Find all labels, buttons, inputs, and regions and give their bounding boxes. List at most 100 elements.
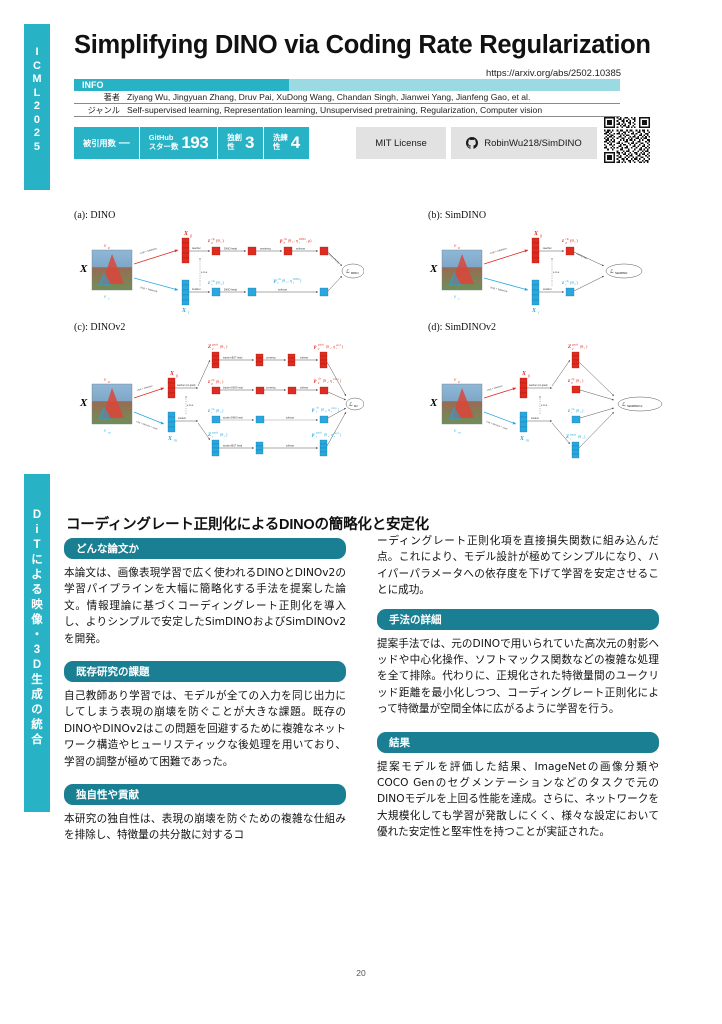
- svg-text:X: X: [169, 371, 175, 377]
- svg-text:X: X: [531, 308, 537, 314]
- svg-text:g: g: [458, 246, 460, 250]
- svg-text:teacher (no-grad): teacher (no-grad): [177, 384, 196, 387]
- svg-text:): ): [226, 432, 228, 437]
- svg-text:student DINO head: student DINO head: [223, 417, 243, 420]
- svg-text:): ): [340, 379, 342, 383]
- paragraph-originality-continued: ーディングレート正則化項を直接損失関数に組み込んだ点。これにより、モデル設計が極…: [377, 535, 659, 597]
- svg-text:g: g: [458, 380, 460, 384]
- repo-badge[interactable]: RobinWu218/SimDINO: [451, 127, 597, 159]
- svg-text:patch: patch: [212, 432, 219, 435]
- svg-text:p: p: [311, 408, 315, 413]
- paragraph-originality: 本研究の独自性は、表現の崩壊を防ぐための複雑な仕組みを排除し、特徴量の共分散に対…: [64, 813, 346, 842]
- svg-text:g: g: [108, 246, 110, 250]
- svg-text:p: p: [311, 433, 315, 438]
- svg-text:iBOT: iBOT: [334, 432, 340, 435]
- svg-text:g: g: [318, 381, 320, 384]
- svg-text:z: z: [207, 380, 210, 385]
- figure-panel-d-label: (d): SimDINOv2: [428, 322, 497, 333]
- svg-text:): ): [582, 378, 584, 383]
- page-number: 20: [356, 968, 366, 978]
- svg-text:cls: cls: [318, 378, 321, 381]
- metric-originality: 独創 性 3: [218, 127, 264, 159]
- figure-panel-d-diagram: X v g v m crop + tokenize crop + tokeniz…: [429, 344, 663, 459]
- svg-text:): ): [576, 280, 578, 285]
- svg-text:patch: patch: [570, 434, 577, 437]
- metadata-table: 著者 Ziyang Wu, Jingyuan Zhang, Druv Pai, …: [74, 91, 620, 117]
- svg-text:v: v: [104, 429, 107, 434]
- svg-text:student: student: [531, 417, 539, 420]
- svg-text:g: g: [318, 347, 320, 350]
- svg-text:c: c: [108, 297, 110, 301]
- svg-text:, μ): , μ): [306, 238, 312, 244]
- chip-prior-work-issues: 既存研究の課題: [64, 661, 346, 683]
- svg-text:): ): [222, 280, 224, 285]
- svg-text:cls: cls: [571, 378, 574, 381]
- svg-text:s: s: [293, 281, 294, 284]
- svg-text:(θ: (θ: [216, 280, 220, 285]
- github-icon: [466, 137, 479, 149]
- svg-text:patch: patch: [212, 344, 219, 347]
- svg-text:crop + tokenize: crop + tokenize: [486, 384, 503, 392]
- svg-text:softmax: softmax: [300, 387, 309, 390]
- svg-text:m: m: [108, 431, 111, 435]
- svg-text:DINO: DINO: [331, 407, 337, 410]
- page-title: Simplifying DINO via Coding Rate Regular…: [74, 31, 651, 59]
- svg-text:teacher (no-grad): teacher (no-grad): [529, 384, 548, 387]
- svg-text:teacher: teacher: [192, 246, 201, 250]
- svg-text:, η: , η: [326, 408, 330, 413]
- svg-text:X: X: [167, 436, 173, 442]
- svg-text:s: s: [325, 410, 326, 413]
- metadata-value-genre: Self-supervised learning, Representation…: [127, 105, 543, 115]
- metric-sophistication-label-line1: 洗練: [272, 133, 288, 143]
- svg-text:(θ: (θ: [323, 379, 326, 383]
- svg-text:ℒ: ℒ: [610, 269, 614, 275]
- svg-text:crop + tokenize: crop + tokenize: [490, 285, 509, 293]
- metadata-row-genre: ジャンル Self-supervised learning, Represent…: [74, 104, 620, 117]
- svg-text:g: g: [572, 348, 574, 351]
- chip-originality: 独自性や貢献: [64, 784, 346, 806]
- svg-text:t: t: [224, 347, 225, 350]
- svg-text:Z: Z: [207, 433, 211, 438]
- arxiv-link[interactable]: https://arxiv.org/abs/2502.10385: [486, 68, 622, 79]
- svg-text:, η: , η: [328, 379, 332, 384]
- svg-text:c: c: [538, 311, 540, 315]
- svg-text:v: v: [104, 378, 107, 383]
- svg-text:X: X: [521, 371, 527, 377]
- info-bar: INFO: [74, 79, 620, 91]
- svg-text:s: s: [331, 410, 332, 413]
- svg-text:cls: cls: [211, 237, 215, 241]
- svg-text:cls: cls: [316, 407, 319, 410]
- chip-method-details: 手法の詳細: [377, 608, 659, 630]
- svg-text:m: m: [458, 431, 461, 435]
- metric-citations-value: —: [118, 137, 130, 149]
- svg-text:X: X: [79, 263, 88, 275]
- svg-text:X: X: [79, 397, 88, 409]
- svg-text:e.m.a.: e.m.a.: [553, 271, 560, 274]
- license-badge: MIT License: [356, 127, 446, 159]
- paragraph-prior-work-issues: 自己教師あり学習では、モデルが全ての入力を同じ出力にしてしまう表現の崩壊を防ぐこ…: [64, 690, 346, 768]
- svg-text:SimDINOv2: SimDINOv2: [627, 404, 643, 408]
- svg-text:, η: , η: [331, 345, 335, 350]
- svg-text:v: v: [104, 244, 107, 249]
- svg-text:z: z: [207, 281, 210, 286]
- svg-text:DINO: DINO: [299, 238, 306, 241]
- svg-text:c: c: [571, 411, 573, 414]
- svg-text:v: v: [454, 429, 457, 434]
- figure-panel-d: (d): SimDINOv2 X v g v m crop + tokenize…: [392, 322, 682, 472]
- svg-text:SimDINO: SimDINO: [615, 271, 628, 275]
- svg-text:(θ: (θ: [288, 238, 291, 243]
- metric-github-stars-label: GitHub スター数: [149, 134, 179, 151]
- chip-results: 結果: [377, 731, 659, 753]
- qr-code-icon[interactable]: [604, 117, 650, 163]
- svg-text:c: c: [211, 283, 213, 287]
- svg-text:student iBOT head: student iBOT head: [223, 445, 243, 448]
- svg-text:g: g: [190, 234, 192, 238]
- svg-text:z: z: [207, 239, 210, 244]
- svg-text:c: c: [565, 283, 567, 287]
- svg-text:t: t: [584, 347, 585, 350]
- svg-text:s: s: [580, 411, 581, 414]
- svg-text:crop + tokenize: crop + tokenize: [140, 285, 159, 293]
- svg-text:(θ: (θ: [216, 238, 220, 243]
- svg-text:cls: cls: [278, 277, 282, 281]
- svg-text:s: s: [220, 411, 221, 414]
